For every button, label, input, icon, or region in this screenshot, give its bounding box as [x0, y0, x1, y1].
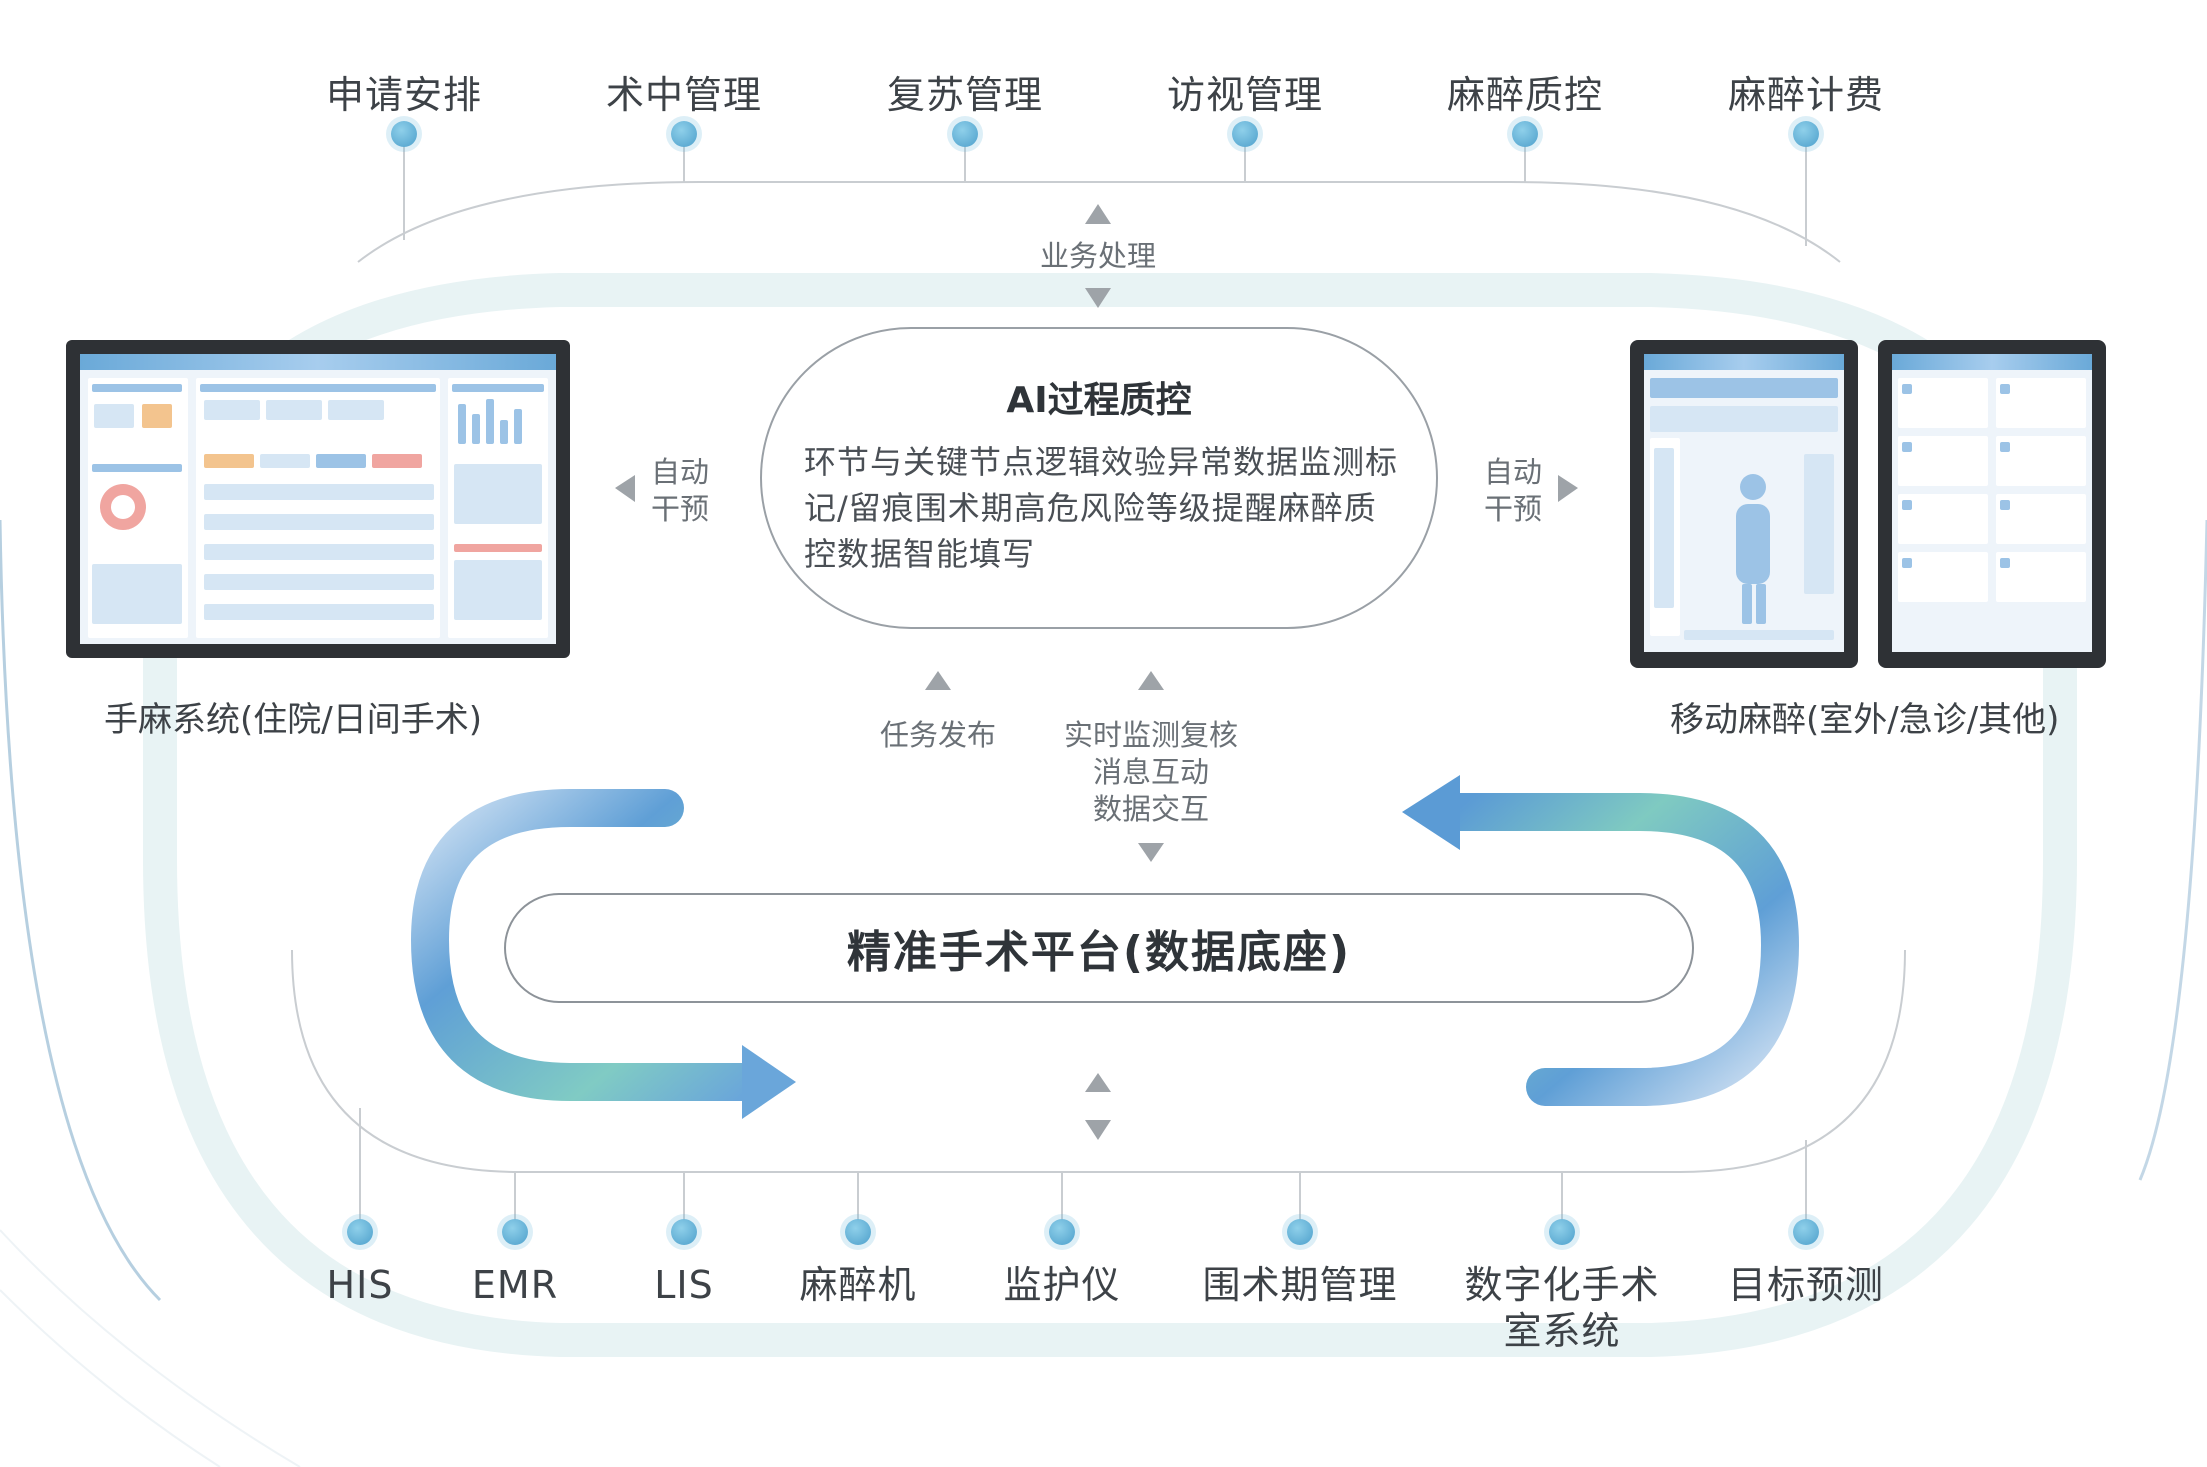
bottom-node-label: 数字化手术室系统 — [1464, 1263, 1660, 1353]
bottom-node-dot — [1287, 1219, 1313, 1245]
top-node-dot — [391, 121, 417, 147]
desktop-monitor — [66, 340, 570, 658]
bottom-node-label: 目标预测 — [1727, 1263, 1885, 1307]
top-node-label: 麻醉计费 — [1727, 73, 1885, 117]
monitoring-label-line: 实时监测复核 — [1063, 718, 1239, 752]
left-intervene-line: 干预 — [650, 492, 710, 526]
tablet-left — [1630, 340, 1858, 668]
top-node-label: 麻醉质控 — [1446, 73, 1604, 117]
top-node-label: 申请安排 — [325, 73, 483, 117]
top-node-dot — [1512, 121, 1538, 147]
top-node-label: 访视管理 — [1166, 73, 1324, 117]
bottom-node-dot — [671, 1219, 697, 1245]
right-intervene-label: 自动 干预 — [1484, 454, 1542, 528]
bottom-node-label: 围术期管理 — [1202, 1263, 1398, 1307]
corner-line-1 — [0, 1229, 301, 1467]
desktop-screen-thumbnail — [80, 354, 556, 644]
mobile-anesthesia-caption: 移动麻醉(室外/急诊/其他) — [1670, 700, 2060, 740]
bottom-node-dot — [347, 1219, 373, 1245]
bottom-node-dot — [1793, 1219, 1819, 1245]
ai-quality-control-box: AI过程质控 环节与关键节点逻辑效验异常数据监测标记/留痕围术期高危风险等级提醒… — [760, 327, 1438, 629]
outer-ring — [143, 273, 2077, 1357]
right-intervene-line: 干预 — [1483, 492, 1543, 526]
monitoring-label-line: 数据交互 — [1092, 792, 1210, 826]
left-flow-arrowhead — [742, 1045, 796, 1119]
right-flow-arrow — [1436, 793, 1800, 1106]
top-node-label: 术中管理 — [605, 73, 763, 117]
bottom-connectors — [359, 1108, 1807, 1232]
precision-surgery-platform: 精准手术平台(数据底座) — [504, 893, 1694, 1003]
left-intervene-label: 自动 干预 — [651, 454, 709, 528]
right-arc — [2138, 519, 2207, 1181]
bottom-node-label: EMR — [471, 1263, 559, 1307]
top-node-label: 复苏管理 — [886, 73, 1044, 117]
tablet-screen-thumbnail — [1644, 354, 1844, 652]
monitoring-labels: 实时监测复核 消息互动 数据交互 — [1064, 717, 1238, 828]
ai-quality-control-body: 环节与关键节点逻辑效验异常数据监测标记/留痕围术期高危风险等级提醒麻醉质控数据智… — [804, 443, 1399, 573]
top-connectors — [403, 134, 1807, 246]
small-arrows — [615, 204, 1578, 1140]
top-node-dot — [1232, 121, 1258, 147]
bottom-arc — [291, 949, 1906, 1173]
top-arc — [357, 181, 1841, 263]
desktop-system-caption: 手麻系统(住院/日间手术) — [104, 700, 482, 740]
left-intervene-line: 自动 — [650, 455, 710, 489]
top-node-dot — [952, 121, 978, 147]
left-flow-arrow — [410, 789, 779, 1101]
bottom-node-label: HIS — [326, 1263, 394, 1307]
bottom-node-label: LIS — [654, 1263, 714, 1307]
monitoring-label-line: 消息互动 — [1092, 755, 1210, 789]
bottom-node-label: 麻醉机 — [799, 1263, 917, 1307]
right-intervene-line: 自动 — [1483, 455, 1543, 489]
left-arc — [0, 519, 162, 1302]
right-flow-arrowhead — [1402, 775, 1460, 850]
bottom-node-dot — [845, 1219, 871, 1245]
task-publish-label: 任务发布 — [879, 718, 997, 752]
corner-line-2 — [0, 1289, 221, 1467]
bottom-node-dot — [1549, 1219, 1575, 1245]
tablet-right — [1878, 340, 2106, 668]
business-label: 业务处理 — [1039, 239, 1157, 273]
top-node-dot — [671, 121, 697, 147]
bottom-node-dot — [1049, 1219, 1075, 1245]
tablet-screen-thumbnail — [1892, 354, 2092, 652]
bottom-node-label: 监护仪 — [1003, 1263, 1121, 1307]
bottom-node-dot — [502, 1219, 528, 1245]
top-node-dot — [1793, 121, 1819, 147]
ai-quality-control-title: AI过程质控 — [1006, 380, 1192, 421]
